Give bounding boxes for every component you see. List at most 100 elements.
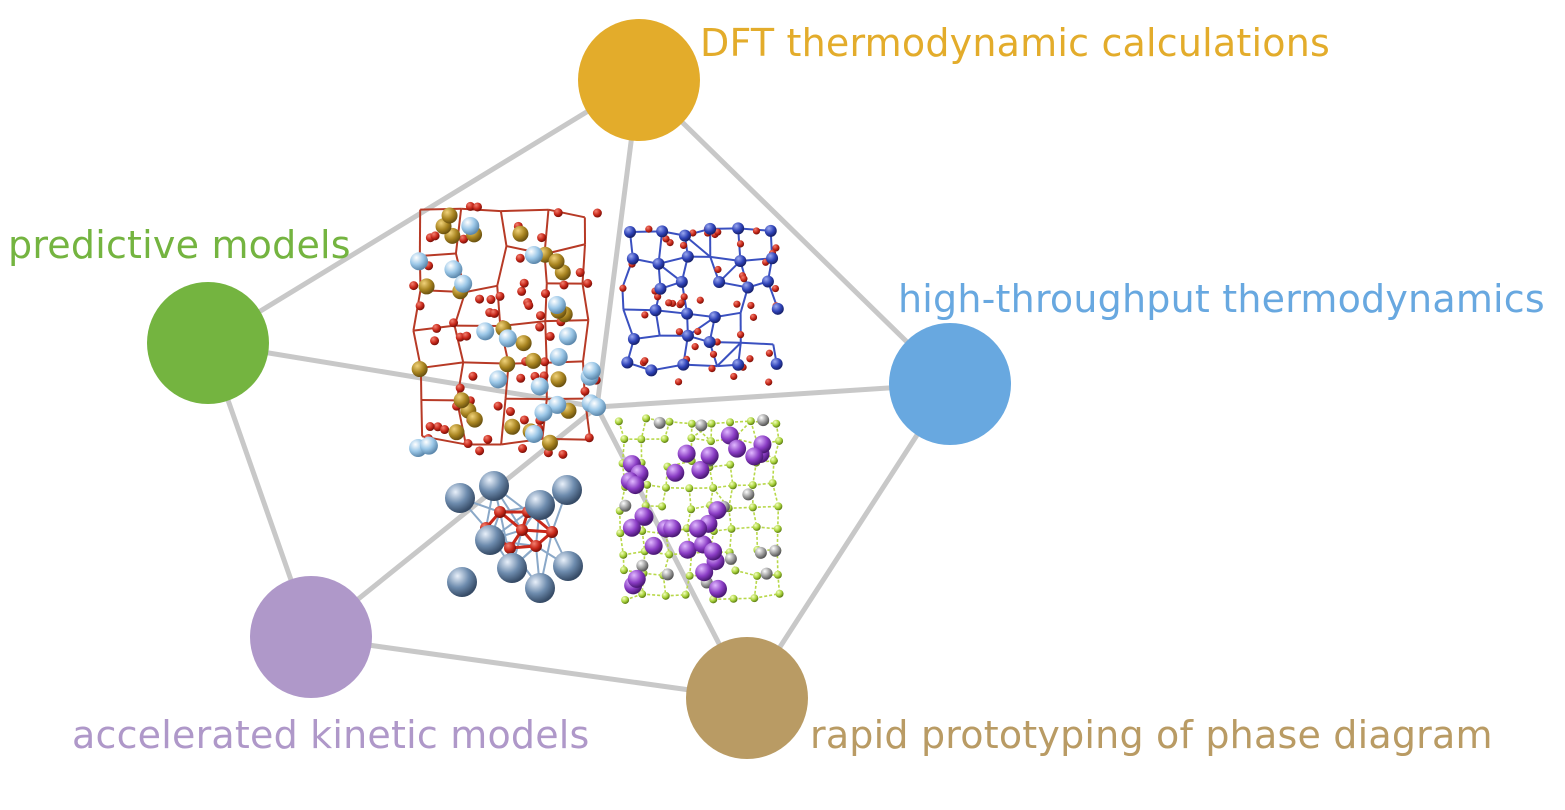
atom [708, 579, 727, 598]
atom [685, 571, 694, 580]
bond [776, 550, 779, 575]
atom [666, 463, 685, 482]
label-predictive-models: predictive models [8, 223, 351, 267]
bond [735, 569, 758, 577]
bond [499, 210, 508, 247]
atom [704, 222, 717, 235]
atom [634, 507, 653, 526]
atom [760, 567, 773, 580]
atom [553, 208, 563, 218]
atom [459, 234, 469, 244]
atom [730, 372, 738, 381]
atom [622, 518, 641, 537]
atom [535, 322, 545, 332]
bond [642, 593, 666, 597]
atom [742, 488, 755, 501]
bond [728, 506, 753, 509]
atom [621, 595, 630, 604]
atom [489, 308, 499, 318]
atom [519, 278, 529, 288]
atom [665, 299, 673, 307]
atom [696, 296, 704, 304]
center-hub [588, 398, 606, 416]
atom [662, 235, 670, 243]
atom [685, 484, 694, 493]
atom [748, 481, 757, 490]
atom [548, 395, 567, 414]
bond [581, 283, 590, 321]
atom [687, 434, 696, 443]
atom [619, 284, 627, 292]
atom [495, 291, 505, 301]
atom [462, 331, 472, 341]
atom [728, 439, 747, 458]
atom [433, 422, 443, 432]
bond [619, 533, 625, 555]
atom [709, 483, 718, 492]
node-kinetic-models-circle [250, 576, 372, 698]
atom [559, 280, 569, 290]
atom [473, 202, 483, 212]
atom [749, 313, 758, 321]
atom [736, 331, 745, 339]
atom [519, 415, 529, 425]
atom [674, 378, 683, 386]
atom [774, 502, 783, 511]
atom [680, 293, 688, 301]
atom [530, 540, 542, 552]
atom [658, 502, 667, 511]
bond [751, 462, 758, 486]
bond [728, 528, 733, 553]
bond [665, 486, 690, 490]
bond [662, 554, 670, 576]
atom [654, 293, 662, 301]
atom [656, 225, 669, 238]
atom [468, 371, 478, 381]
atom [415, 301, 425, 311]
atom [448, 424, 465, 441]
bond [420, 361, 464, 369]
atom [583, 278, 593, 288]
atom [765, 378, 773, 386]
atom [626, 252, 639, 265]
atom [627, 333, 640, 346]
atom [525, 490, 555, 520]
atom [548, 253, 565, 270]
atom [497, 553, 527, 583]
atom [592, 208, 602, 218]
atom [645, 364, 658, 377]
atom [708, 501, 727, 520]
atom [624, 225, 637, 238]
atom [552, 475, 582, 505]
atom [575, 268, 585, 278]
atom [689, 229, 697, 237]
atom [621, 356, 634, 369]
atom [430, 336, 440, 346]
bond [496, 285, 502, 327]
crystal-structure-steelblue-red [445, 471, 583, 603]
atom [494, 506, 506, 518]
atom [750, 594, 759, 603]
atom [525, 352, 542, 369]
atom [489, 370, 508, 389]
atom [764, 224, 777, 237]
bond [412, 289, 422, 331]
atom [524, 424, 543, 443]
atom [687, 419, 696, 428]
atom [515, 335, 532, 352]
atom [644, 536, 663, 555]
atom [772, 244, 780, 252]
atom [465, 201, 475, 211]
atom [753, 571, 762, 580]
atom [727, 524, 736, 533]
atom [770, 357, 783, 370]
node-dft-circle [578, 19, 700, 141]
atom [771, 284, 780, 293]
atom [707, 419, 716, 428]
atom [726, 460, 735, 469]
bond [582, 319, 590, 362]
atom [546, 526, 558, 538]
edge-akm-rp [308, 634, 750, 701]
atom [466, 411, 483, 428]
bond [733, 420, 752, 440]
